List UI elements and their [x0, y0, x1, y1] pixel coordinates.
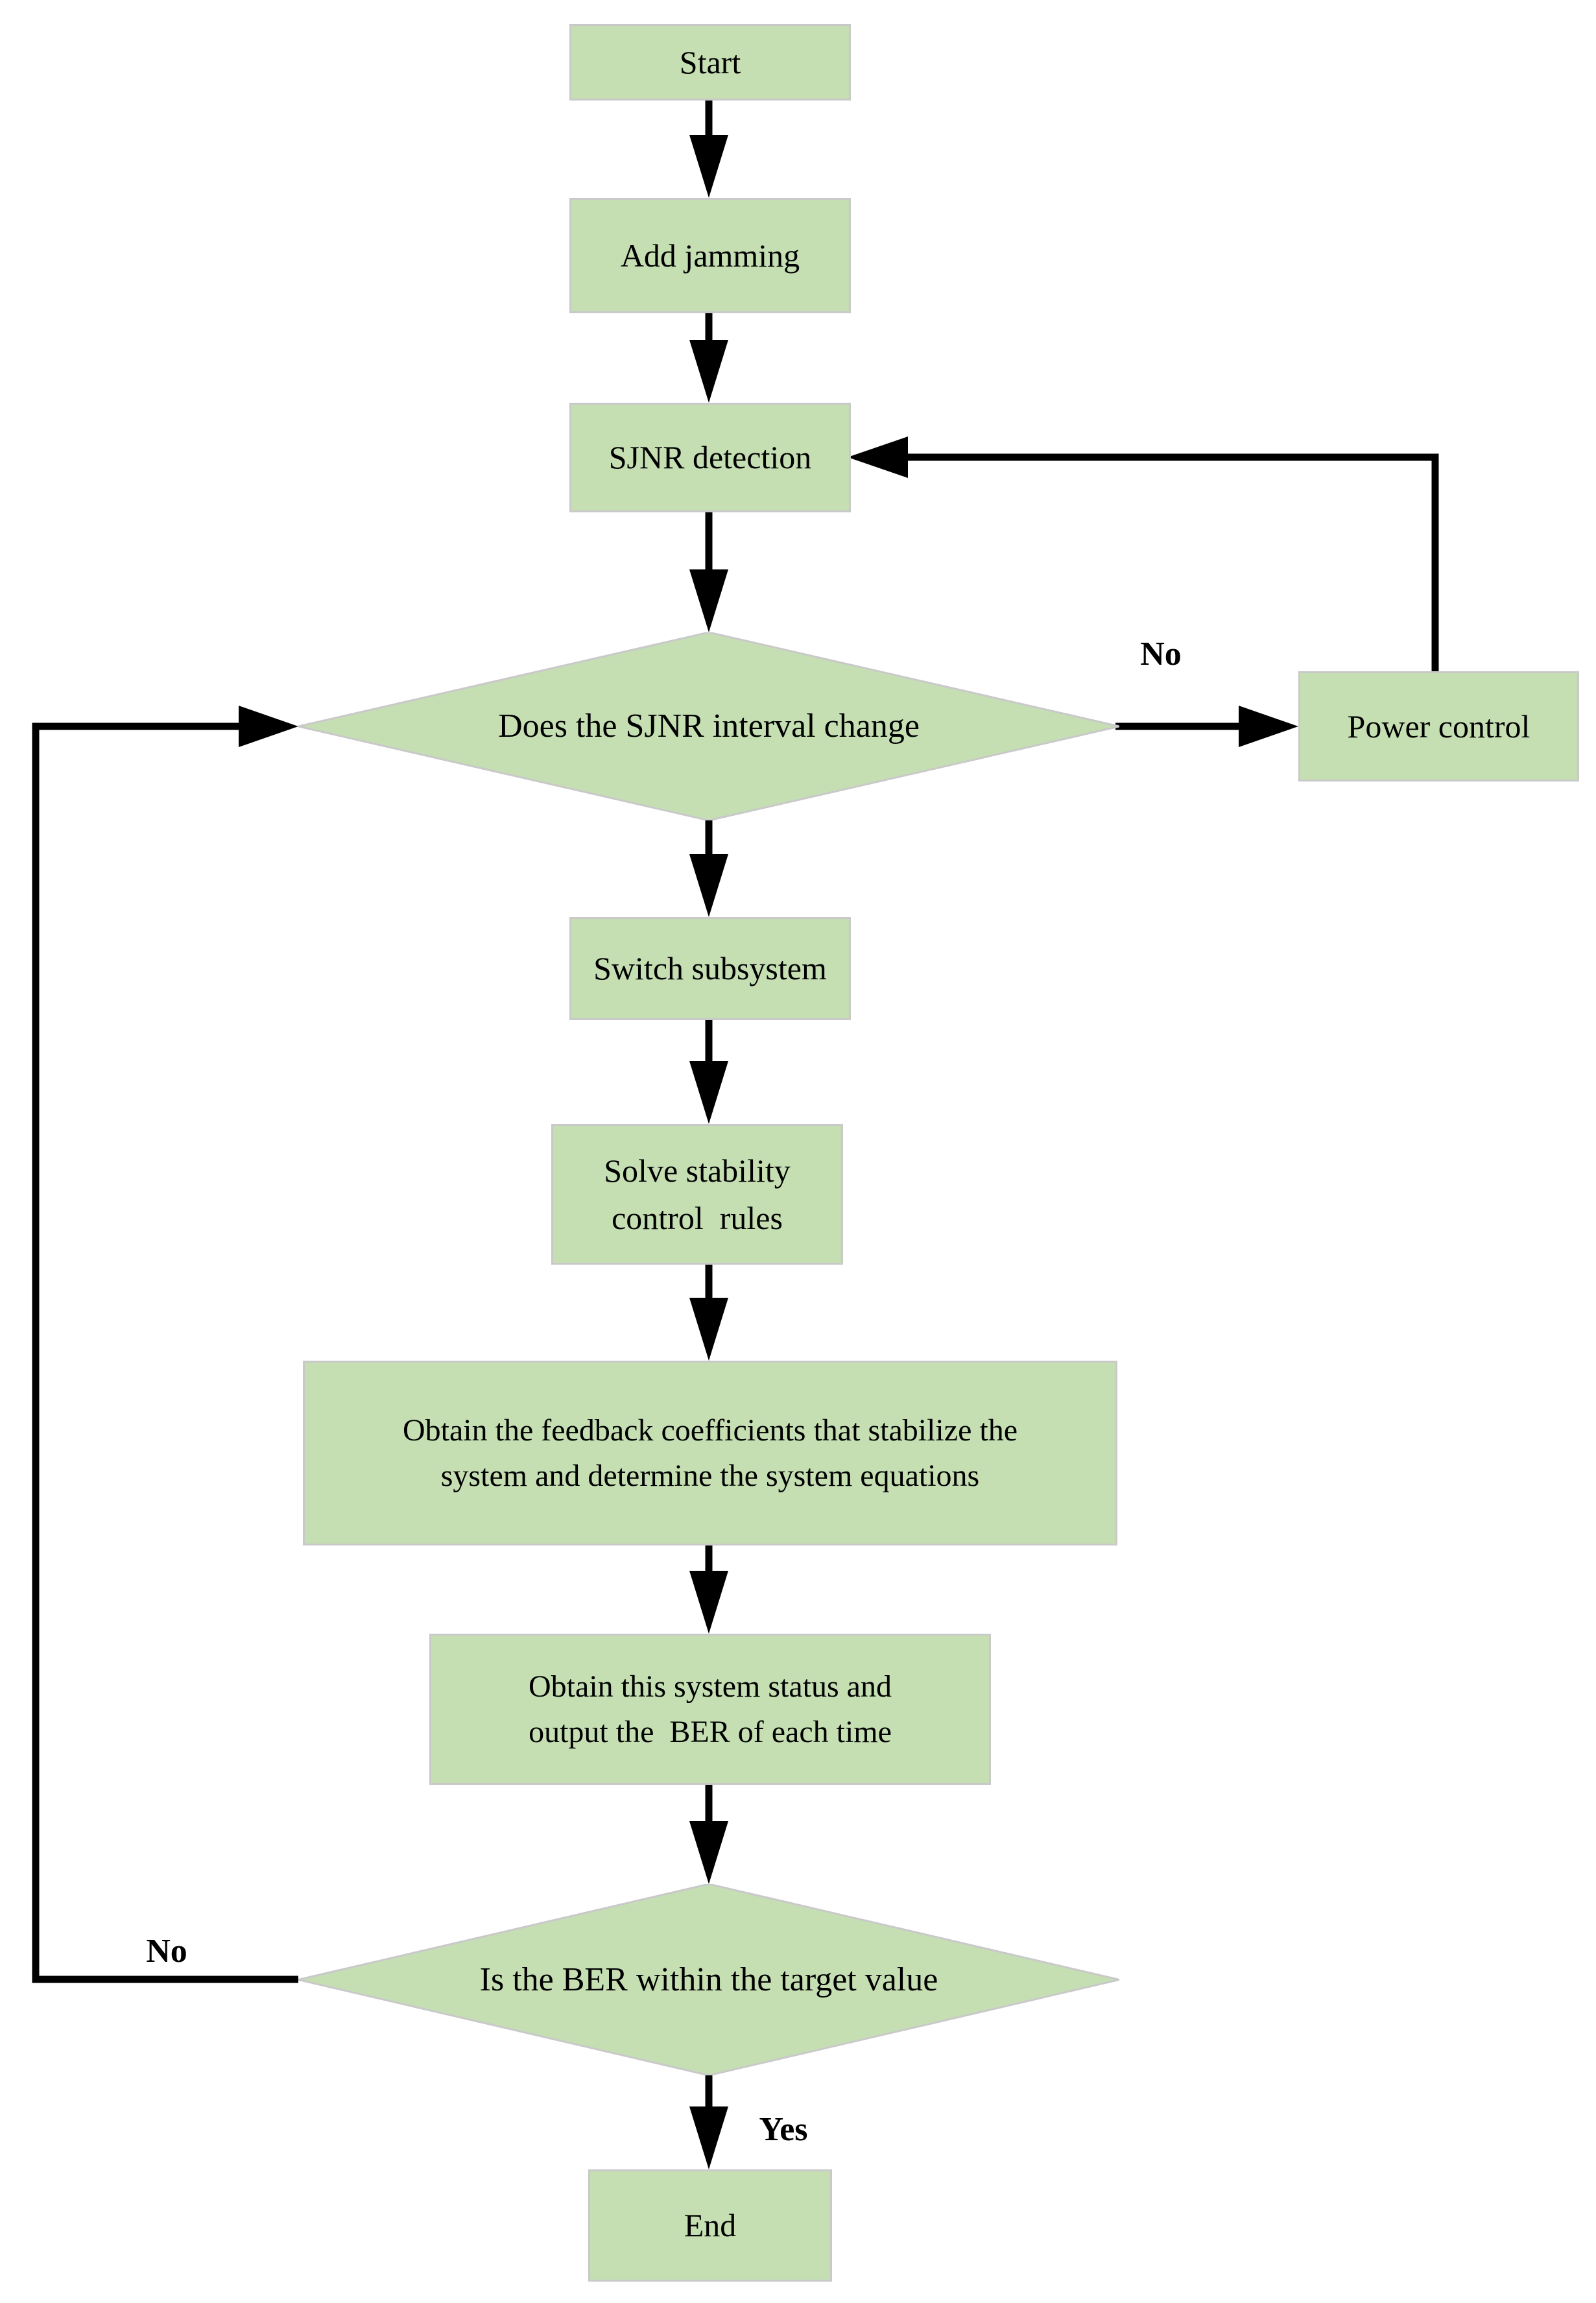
node-start: Start: [569, 24, 851, 101]
diamond-shape: [298, 632, 1119, 820]
arrowhead-feedback: [689, 1298, 728, 1361]
node-obtain-feedback: Obtain the feedback coefficients that st…: [303, 1361, 1117, 1545]
node-obtain-status: Obtain this system status and output the…: [429, 1634, 991, 1785]
arrowhead-addjamming: [689, 135, 728, 198]
node-power-control-label: Power control: [1347, 708, 1530, 745]
arrowhead-end: [689, 2106, 728, 2169]
node-end: End: [588, 2169, 832, 2282]
edge-label-yes: Yes: [759, 2110, 808, 2148]
arrowhead-loop-into-decision1: [239, 706, 298, 747]
node-obtain-status-label: Obtain this system status and output the…: [529, 1669, 892, 1749]
arrowhead-decision1: [689, 569, 728, 632]
node-obtain-feedback-label: Obtain the feedback coefficients that st…: [402, 1413, 1018, 1493]
node-solve-rules: Solve stability control rules: [551, 1124, 843, 1265]
line-decision2-loop-to-decision1: [32, 722, 298, 1983]
arrowhead-switch: [689, 854, 728, 917]
node-power-control: Power control: [1298, 671, 1579, 782]
node-sjnr-decision: Does the SJNR interval change: [298, 632, 1119, 820]
arrowhead-decision2: [689, 1821, 728, 1884]
node-sjnr-decision-label: Does the SJNR interval change: [498, 708, 920, 745]
node-start-label: Start: [679, 43, 741, 80]
arrowhead-solve: [689, 1061, 728, 1124]
diamond-shape: [298, 1884, 1119, 2075]
node-add-jamming-label: Add jamming: [620, 237, 800, 274]
arrowhead-into-sjnr: [848, 436, 908, 478]
node-switch-subsystem-label: Switch subsystem: [593, 950, 827, 987]
edge-label-no-top: No: [1140, 635, 1182, 673]
edge-label-no-bottom: No: [146, 1932, 187, 1970]
node-sjnr-detection: SJNR detection: [569, 403, 851, 512]
arrowhead-status: [689, 1571, 728, 1634]
node-sjnr-detection-label: SJNR detection: [608, 439, 812, 476]
node-add-jamming: Add jamming: [569, 198, 851, 313]
arrowhead-sjnr: [689, 340, 728, 403]
node-ber-decision: Is the BER within the target value: [298, 1884, 1119, 2075]
node-switch-subsystem: Switch subsystem: [569, 917, 851, 1020]
arrowhead-power: [1239, 706, 1298, 747]
line-power-to-sjnr: [908, 453, 1439, 671]
node-end-label: End: [684, 2207, 737, 2244]
node-solve-rules-label: Solve stability control rules: [604, 1152, 791, 1236]
node-ber-decision-label: Is the BER within the target value: [479, 1961, 938, 1998]
